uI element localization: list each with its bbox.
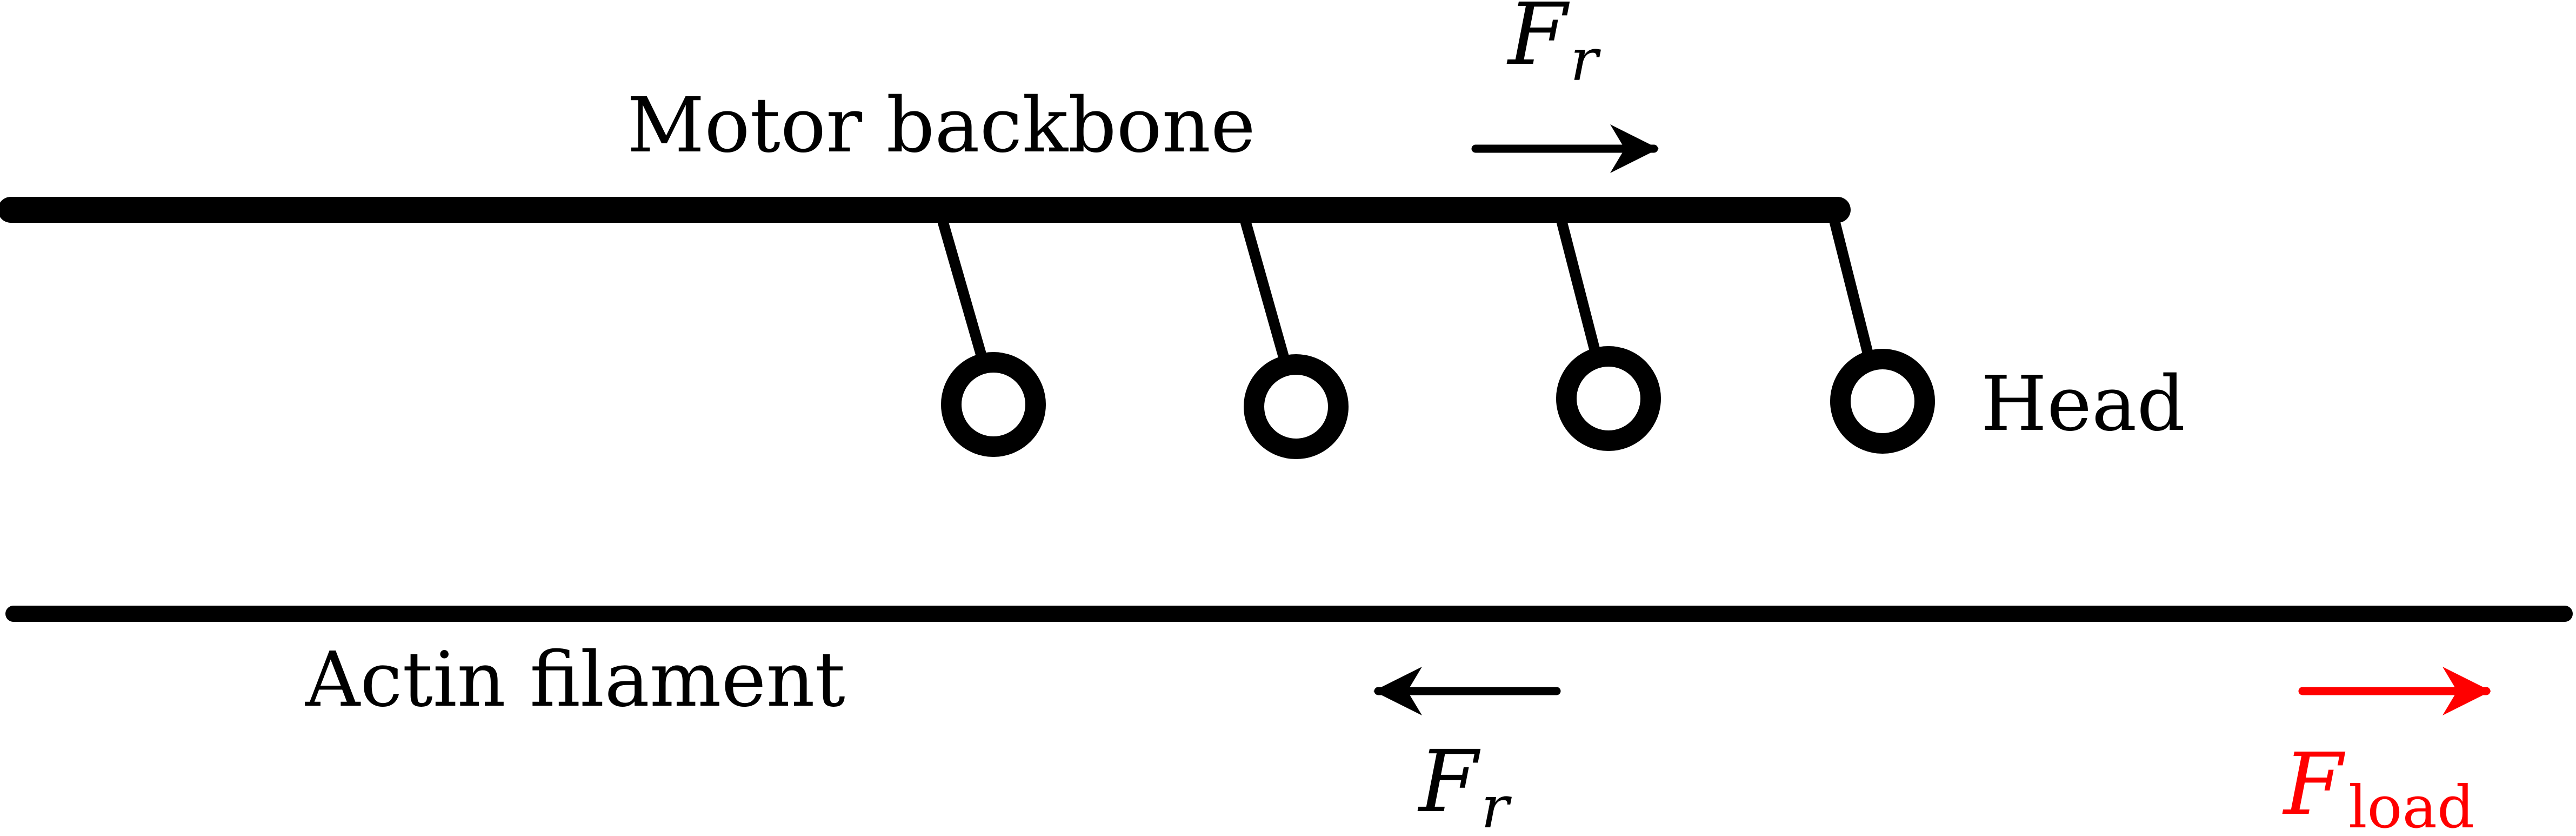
motor-arm-3 [1557,217,1600,354]
motor-head-4 [1830,349,1935,454]
motor-arm-1 [938,217,986,360]
motor-backbone-label: Motor backbone [627,82,1256,170]
motor-head-3 [1556,346,1661,451]
force-subscript-load: load [2348,774,2474,836]
force-symbol-bottom: F [1417,732,1481,832]
motor-head-1 [941,352,1046,457]
force-label-bottom: F r [1417,732,1512,836]
motor-arm-4 [1830,217,1873,357]
actin-filament-label: Actin filament [305,636,845,724]
force-subscript-bottom: r [1481,774,1512,836]
force-subscript-top: r [1570,26,1601,94]
force-label-load: F load [2282,735,2474,836]
motor-heads [941,346,1935,459]
motor-arm-2 [1240,217,1289,362]
head-label: Head [1981,360,2185,448]
motor-head-2 [1244,354,1349,459]
motor-arms [938,217,1873,362]
force-label-top: F r [1506,0,1601,94]
force-symbol-load: F [2282,735,2346,834]
force-symbol-top: F [1506,0,1570,84]
